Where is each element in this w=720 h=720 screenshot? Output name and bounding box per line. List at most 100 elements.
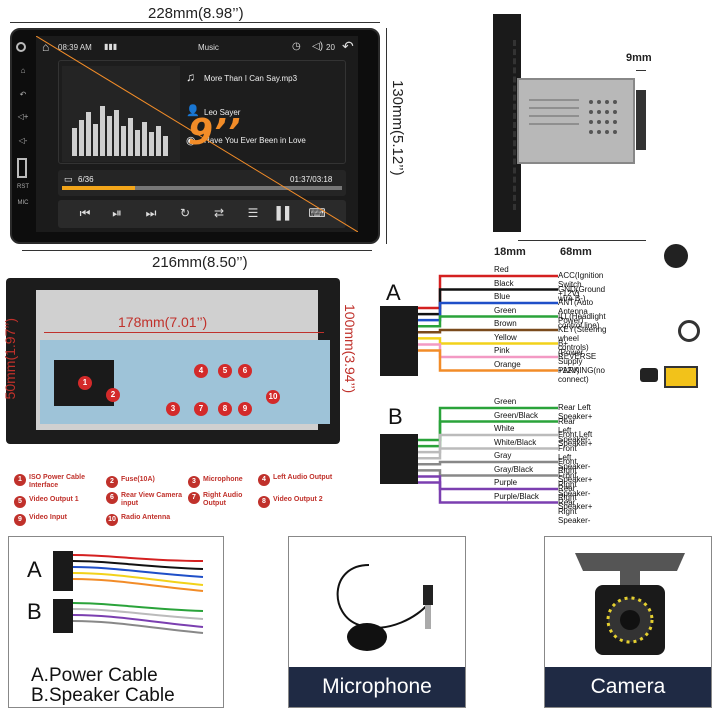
wire-wiring_a-3	[418, 315, 558, 328]
track-count: 6/36	[78, 175, 94, 184]
front-width-line	[10, 22, 380, 23]
screen-size-label: 9’’	[188, 112, 241, 153]
front-height-line	[386, 28, 387, 244]
equalizer-icon[interactable]: ▌▌	[276, 206, 294, 220]
wire-wiring_b-2	[418, 433, 558, 454]
port-8: 8	[218, 402, 232, 416]
wire-description: KEY(Steering wheel controls)	[558, 325, 607, 352]
wire-wiring_b-7	[418, 481, 558, 504]
port-1: 1	[78, 376, 92, 390]
home-icon[interactable]: ⌂	[20, 66, 26, 75]
diagonal-guide	[36, 36, 358, 232]
side-body-label: 68mm	[560, 246, 592, 258]
volume-value: 20	[326, 43, 335, 52]
wiring-a-letter: A	[386, 280, 401, 305]
vent-holes	[529, 99, 617, 134]
wiring-a-connector	[380, 306, 418, 376]
wiring-b-connector	[380, 434, 418, 484]
home-icon[interactable]: ⌂	[42, 40, 50, 54]
previous-icon[interactable]: ⏮	[79, 206, 91, 220]
back-width-label: 178mm(7.01’’)	[118, 314, 208, 330]
wire-color-name: Orange	[494, 359, 521, 369]
back-width-line	[44, 332, 324, 333]
repeat-icon[interactable]: ↻	[179, 206, 191, 220]
port-3: 3	[166, 402, 180, 416]
wire-color-name: Purple	[494, 478, 518, 487]
shuffle-icon[interactable]: ⇄	[213, 206, 225, 220]
wire-description: Front Left Speaker+	[558, 430, 593, 448]
side-depth-line	[636, 70, 646, 71]
wire-color-name: Pink	[494, 346, 510, 355]
camera-card: Camera	[544, 536, 712, 708]
side-body-line	[518, 240, 646, 241]
wire-description: Rear Right Speaker+	[558, 484, 593, 511]
playlist-icon[interactable]: ☰	[247, 206, 259, 220]
front-height-label: 130mm(5.12’’)	[389, 80, 406, 176]
back-arrow-icon[interactable]: ↶	[342, 38, 354, 54]
battery-icon	[664, 366, 698, 388]
equalizer-bars	[72, 106, 168, 156]
back-icon[interactable]: ↶	[19, 90, 27, 99]
front-bottom-line	[22, 250, 372, 251]
wire-wiring_b-5	[418, 469, 558, 477]
artist-name: Leo Sayer	[204, 108, 241, 117]
music-note-icon: ♫	[186, 70, 195, 84]
cable-a-connector	[53, 551, 73, 591]
wire-description: B+(Power Supply +12V)	[558, 338, 584, 375]
wire-color-name: Red	[494, 265, 509, 274]
port-7: 7	[194, 402, 208, 416]
speaker-icon: ◁)	[312, 41, 324, 52]
wire-wiring_b-3	[418, 447, 558, 460]
status-icons: ▮▮▮	[104, 42, 118, 51]
status-time: 08:39 AM	[58, 43, 92, 52]
wire-description: REVERSE	[558, 352, 597, 361]
wire-wiring_a-2	[418, 301, 558, 322]
play-pause-icon[interactable]: ⏯	[112, 206, 122, 220]
side-bracket	[636, 90, 646, 150]
wiring-b-letter: B	[388, 404, 403, 429]
back-left-height-label: 50mm(1.97’’)	[2, 318, 18, 400]
wire-color-name: Brown	[494, 319, 517, 328]
power-button[interactable]	[16, 42, 26, 52]
camera-image	[575, 553, 685, 655]
wiring-a-lines	[418, 274, 558, 372]
wire-description: Front Right Speaker+	[558, 457, 593, 484]
wire-wiring_a-7	[418, 349, 558, 372]
wire-color-name: White/Black	[494, 437, 537, 447]
wire-color-name: Green	[494, 397, 517, 406]
wire-color-name: Gray	[494, 451, 512, 460]
port-10: 10	[266, 390, 280, 404]
wire-description: ACC(Ignition Switch +12V)	[558, 271, 604, 298]
next-icon[interactable]: ⏭	[145, 206, 157, 220]
volume-down-icon[interactable]: ◁-	[18, 136, 28, 145]
cable-wires	[73, 554, 204, 634]
cable-b-letter: B	[27, 599, 42, 624]
port-9: 9	[238, 402, 252, 416]
status-bar: ⌂ 08:39 AM ▮▮▮ Music ◷ ◁) 20 ↶	[36, 36, 358, 58]
microphone-image	[336, 564, 433, 651]
volume-up-icon[interactable]: ◁+	[17, 112, 29, 121]
wire-description: ILL(Headlight control line)	[558, 311, 606, 330]
side-chassis	[517, 78, 635, 164]
progress-track[interactable]	[62, 186, 342, 190]
song-title: More Than I Can Say.mp3	[204, 74, 298, 83]
progress-panel	[58, 170, 346, 196]
artist-icon: 👤	[186, 105, 200, 117]
wire-color-name: Blue	[494, 292, 511, 301]
port-2: 2	[106, 388, 120, 402]
album-name: Have You Ever Been in Love	[204, 136, 306, 145]
wire-description: PARKING(no connect)	[558, 365, 605, 384]
back-right-height-label: 100mm(3.94’’)	[342, 304, 358, 394]
screen-mode-icon[interactable]: ◷	[292, 41, 301, 52]
wire-description: Rear Right Speaker-	[558, 497, 591, 525]
progress-fill	[62, 186, 135, 190]
camera-label: Camera	[545, 667, 711, 707]
mic-label: MIC	[17, 200, 29, 206]
